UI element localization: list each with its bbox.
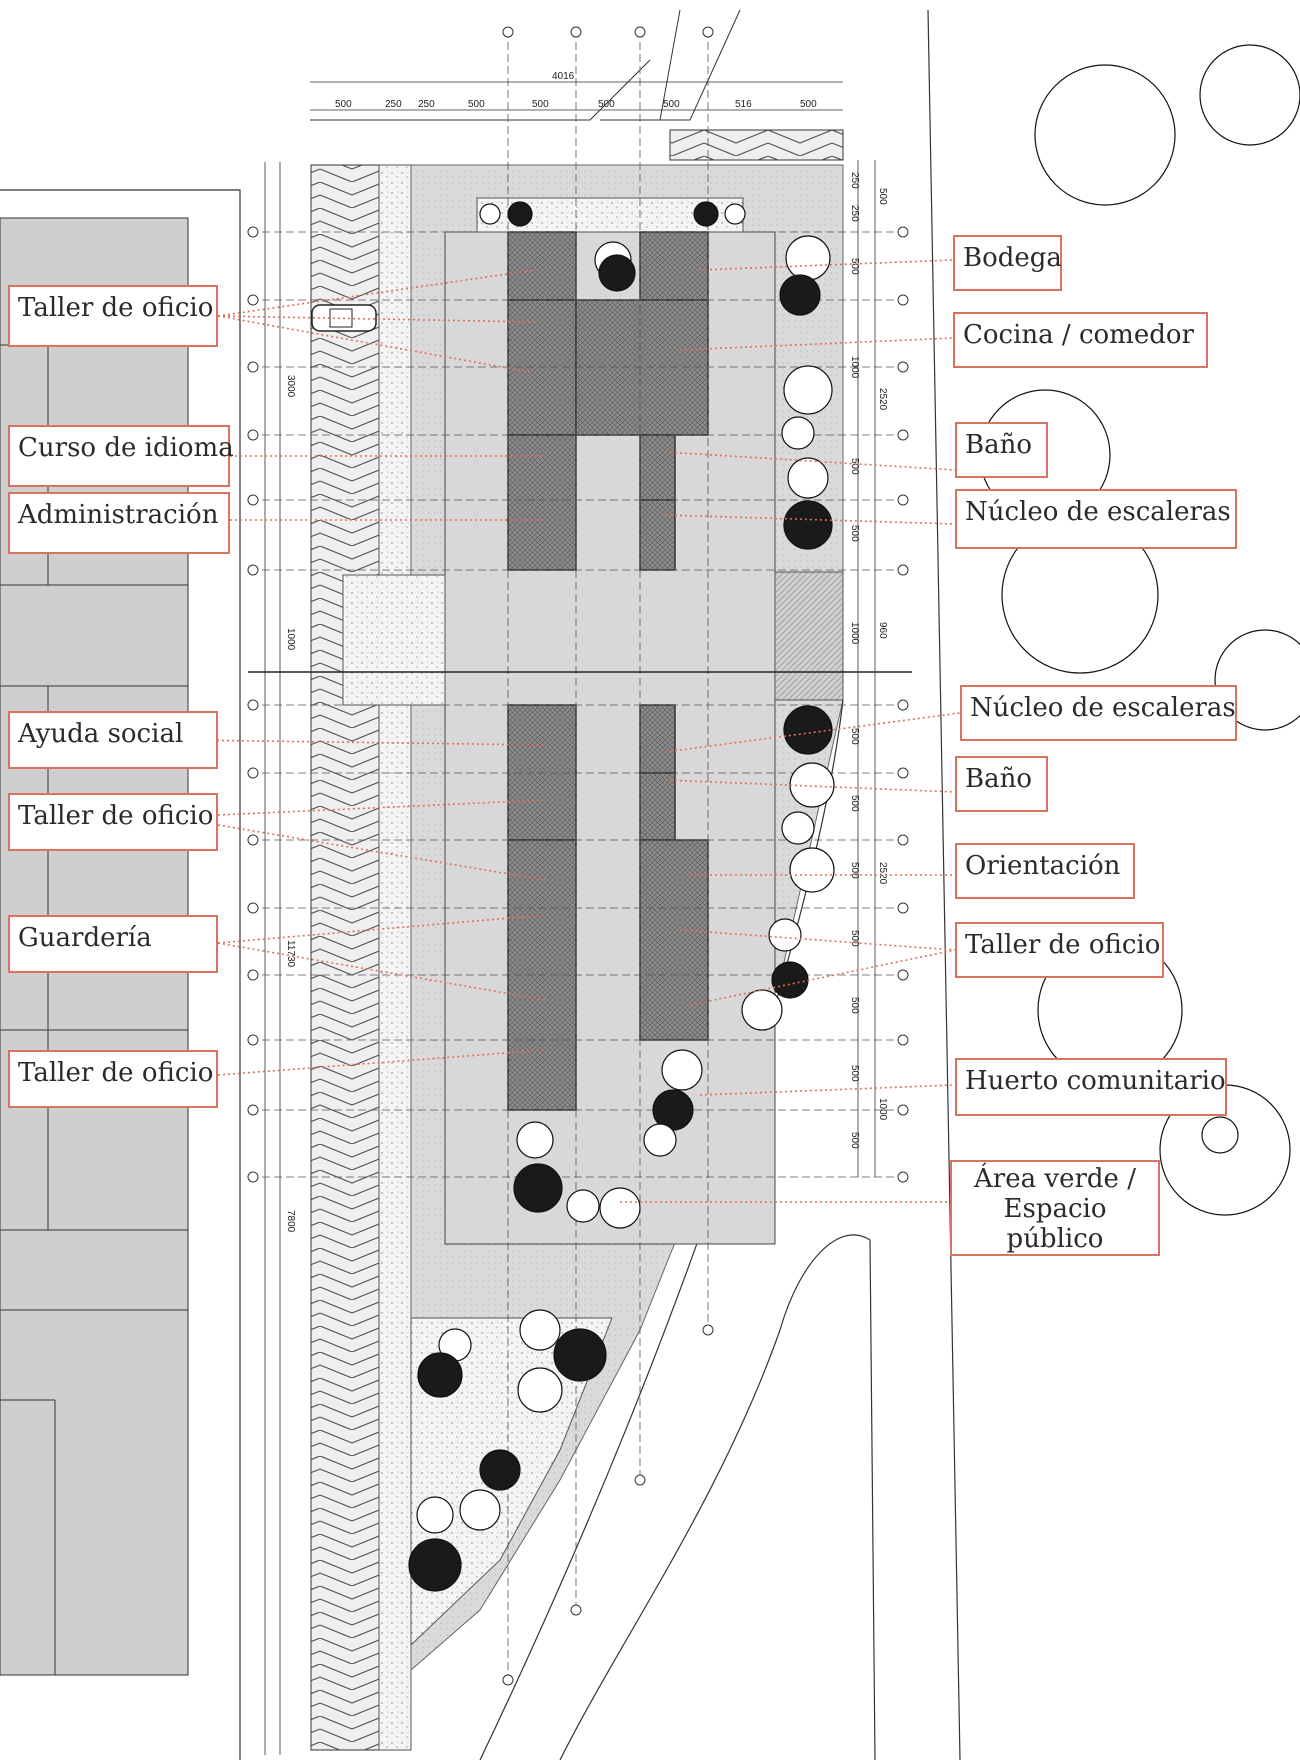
dim-right-9: 1000 bbox=[849, 622, 860, 645]
grid-bubbles bbox=[247, 26, 909, 1686]
dim-right-5: 2520 bbox=[877, 388, 888, 411]
dim-top-5: 500 bbox=[598, 99, 615, 110]
dim-right-10: 500 bbox=[849, 728, 860, 745]
dim-total-top: 4016 bbox=[552, 71, 575, 82]
label-cocina-comedor: Cocina / comedor bbox=[953, 312, 1208, 368]
left-dimension-lines: 3000 1000 11730 7800 bbox=[264, 162, 296, 1755]
dim-right-12: 500 bbox=[849, 862, 860, 879]
dim-top-0: 500 bbox=[335, 99, 352, 110]
road-edge-right-2 bbox=[869, 1239, 876, 1760]
label-ayuda-social: Ayuda social bbox=[8, 711, 218, 769]
label-nucleo-escaleras-top: Núcleo de escaleras bbox=[955, 489, 1237, 549]
label-curso-idioma: Curso de idioma bbox=[8, 425, 234, 487]
dim-right-0: 250 bbox=[849, 172, 860, 189]
label-bano-top: Baño bbox=[955, 422, 1048, 478]
dim-top-3: 500 bbox=[468, 99, 485, 110]
dim-right-11: 500 bbox=[849, 795, 860, 812]
label-guarderia: Guardería bbox=[8, 915, 218, 973]
label-orientacion: Orientación bbox=[955, 843, 1135, 899]
label-nucleo-escaleras-bottom: Núcleo de escaleras bbox=[960, 685, 1237, 741]
dim-right-3: 500 bbox=[849, 258, 860, 275]
dim-right-6: 500 bbox=[849, 458, 860, 475]
dim-left-7800: 7800 bbox=[285, 1210, 296, 1233]
dim-top-7: 516 bbox=[735, 99, 752, 110]
label-taller-oficio-left-3: Taller de oficio bbox=[8, 1050, 218, 1108]
dim-left-1000: 1000 bbox=[285, 628, 296, 651]
label-taller-oficio-left-1: Taller de oficio bbox=[8, 285, 218, 347]
dim-top-1: 250 bbox=[385, 99, 402, 110]
dim-right-1: 250 bbox=[849, 205, 860, 222]
dim-top-4: 500 bbox=[532, 99, 549, 110]
courtyard bbox=[774, 571, 844, 701]
leader-lines bbox=[186, 259, 961, 1203]
dim-top-2: 250 bbox=[418, 99, 435, 110]
dim-right-4: 1000 bbox=[849, 356, 860, 379]
stair-steps bbox=[669, 129, 844, 161]
dim-top-6: 500 bbox=[663, 99, 680, 110]
label-huerto-comunitario: Huerto comunitario bbox=[955, 1058, 1227, 1116]
label-taller-oficio-left-2: Taller de oficio bbox=[8, 793, 218, 851]
dim-right-17: 1000 bbox=[877, 1098, 888, 1121]
top-dimensions: 4016 500 250 250 500 500 500 500 516 500 bbox=[310, 71, 843, 111]
label-area-verde: Área verde / Espacio público bbox=[950, 1160, 1160, 1256]
sidewalk-strip bbox=[378, 164, 412, 1751]
dim-right-16: 500 bbox=[849, 1065, 860, 1082]
parking-strip bbox=[310, 164, 380, 1751]
dim-right-8: 960 bbox=[877, 622, 888, 639]
label-bano-bottom: Baño bbox=[955, 756, 1048, 812]
right-dimensions: 250 250 500 500 1000 2520 500 500 960 10… bbox=[849, 160, 888, 1177]
road-curve-2 bbox=[559, 1234, 871, 1760]
road-edge-right bbox=[927, 9, 961, 1760]
label-bodega: Bodega bbox=[953, 235, 1062, 291]
street-ramp bbox=[310, 59, 651, 121]
label-taller-oficio-right: Taller de oficio bbox=[955, 922, 1164, 978]
dim-left-3000: 3000 bbox=[285, 375, 296, 398]
dim-left-11730: 11730 bbox=[285, 940, 296, 968]
dim-right-13: 2520 bbox=[877, 862, 888, 885]
dim-right-18: 500 bbox=[849, 1132, 860, 1149]
dim-right-2: 500 bbox=[877, 188, 888, 205]
road-top-lines bbox=[600, 9, 741, 121]
dim-top-8: 500 bbox=[800, 99, 817, 110]
dim-right-14: 500 bbox=[849, 930, 860, 947]
dim-right-15: 500 bbox=[849, 997, 860, 1014]
dim-right-7: 500 bbox=[849, 525, 860, 542]
entrance-plaza bbox=[342, 574, 446, 706]
label-administracion: Administración bbox=[8, 492, 230, 554]
